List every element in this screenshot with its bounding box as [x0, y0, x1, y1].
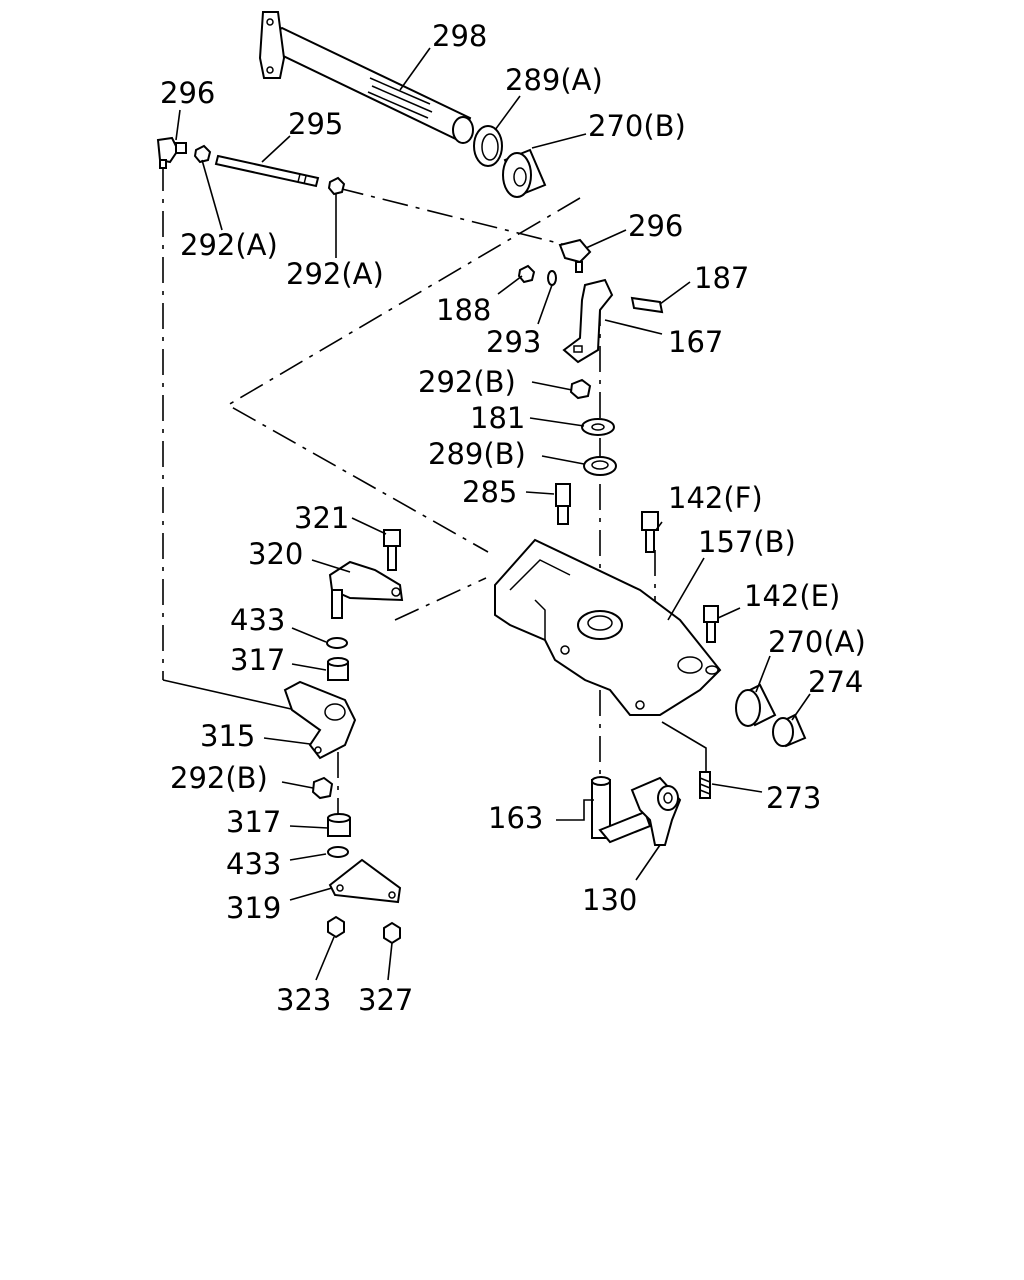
part-292b-nut-lower [311, 776, 334, 800]
label-285: 285 [462, 475, 517, 509]
label-315: 315 [200, 719, 255, 753]
label-187: 187 [694, 261, 749, 295]
label-292a-left: 292(A) [180, 228, 278, 262]
part-295-rod [214, 154, 320, 188]
leader-lines [175, 47, 811, 981]
label-321: 321 [294, 501, 349, 535]
label-292b-lower: 292(B) [170, 761, 268, 795]
part-270b-bushing [502, 148, 547, 198]
part-142e-bolt [703, 605, 719, 643]
label-142e: 142(E) [744, 579, 840, 613]
part-433-oring-upper [326, 637, 348, 649]
label-289b: 289(B) [428, 437, 526, 471]
label-292b-upper: 292(B) [418, 365, 516, 399]
label-167: 167 [668, 325, 723, 359]
label-296-right: 296 [628, 209, 683, 243]
label-163: 163 [488, 801, 543, 835]
part-298-shaft [258, 11, 474, 144]
label-317-upper: 317 [230, 643, 285, 677]
part-327-nut [383, 921, 401, 945]
label-289a: 289(A) [505, 63, 603, 97]
part-321-bolt [383, 529, 401, 571]
part-188-nut [517, 264, 536, 284]
label-270b: 270(B) [588, 109, 686, 143]
part-315-bracket [283, 680, 357, 760]
part-167-bracket [562, 278, 614, 364]
part-292a-nut-right [327, 176, 346, 196]
label-433-lower: 433 [226, 847, 281, 881]
part-293-washer [547, 270, 557, 286]
label-188: 188 [436, 293, 491, 327]
label-298: 298 [432, 19, 487, 53]
part-285-stud [555, 483, 571, 525]
part-319-plate [328, 858, 402, 904]
label-327: 327 [358, 983, 413, 1017]
part-296-ball-joint-left [156, 136, 187, 169]
label-274: 274 [808, 665, 863, 699]
part-273-spring [699, 771, 711, 799]
part-142f-bolt [641, 511, 659, 553]
label-296-left: 296 [160, 76, 215, 110]
part-292b-nut-upper [569, 378, 592, 400]
part-187-pin [630, 296, 664, 314]
label-293: 293 [486, 325, 541, 359]
label-157b: 157(B) [698, 525, 796, 559]
part-labels: 298 289(A) 296 295 270(B) 292(A) 292(A) … [160, 19, 866, 1017]
part-274-cap [772, 713, 807, 748]
part-296-ball-joint-right [558, 238, 592, 273]
part-289b-seal [583, 456, 617, 476]
part-317-bushing-upper [327, 657, 349, 681]
label-142f: 142(F) [668, 481, 763, 515]
label-320: 320 [248, 537, 303, 571]
label-181: 181 [470, 401, 525, 435]
label-323: 323 [276, 983, 331, 1017]
part-181-washer [581, 418, 615, 436]
part-270a-bushing [735, 683, 777, 727]
part-317-bushing-lower [327, 813, 351, 837]
label-273: 273 [766, 781, 821, 815]
label-270a: 270(A) [768, 625, 866, 659]
label-292a-right: 292(A) [286, 257, 384, 291]
label-295: 295 [288, 107, 343, 141]
part-433-oring-lower [327, 846, 349, 858]
label-130: 130 [582, 883, 637, 917]
label-317-lower: 317 [226, 805, 281, 839]
part-157b-housing [494, 538, 722, 716]
part-130-lever [630, 776, 682, 846]
part-163-lever-pin [591, 776, 652, 844]
label-433-upper: 433 [230, 603, 285, 637]
part-292a-nut-left [193, 144, 212, 164]
label-319: 319 [226, 891, 281, 925]
part-323-nut [327, 915, 345, 939]
part-289a-ring [473, 125, 503, 167]
